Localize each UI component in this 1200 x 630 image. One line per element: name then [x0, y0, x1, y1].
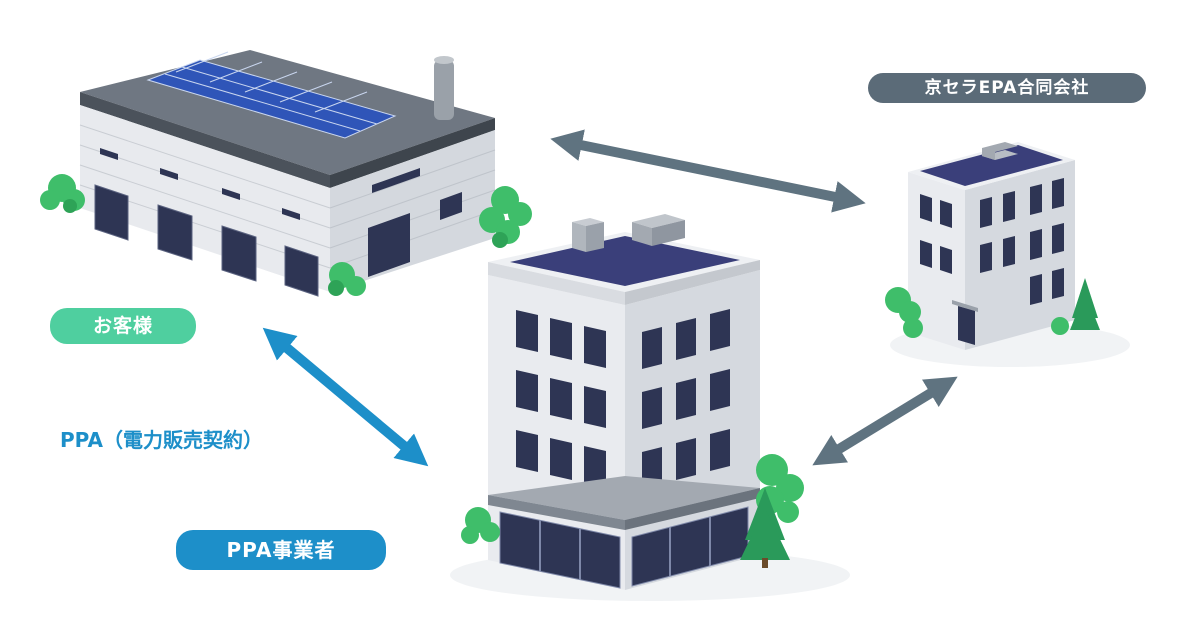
contract-label: PPA（電力販売契約）: [60, 424, 263, 453]
arrow-customer-operator: [275, 338, 416, 456]
kyocera-label: 京セラEPA合同会社: [868, 73, 1146, 103]
arrow-factory-kyocera: [566, 142, 850, 200]
customer-label: お客様: [50, 308, 196, 344]
ppa-operator-building: [450, 214, 850, 601]
factory-building: [40, 50, 532, 296]
ppa-operator-label: PPA事業者: [176, 530, 386, 570]
arrow-tower-kyocera: [826, 385, 944, 457]
kyocera-building: [885, 142, 1130, 367]
